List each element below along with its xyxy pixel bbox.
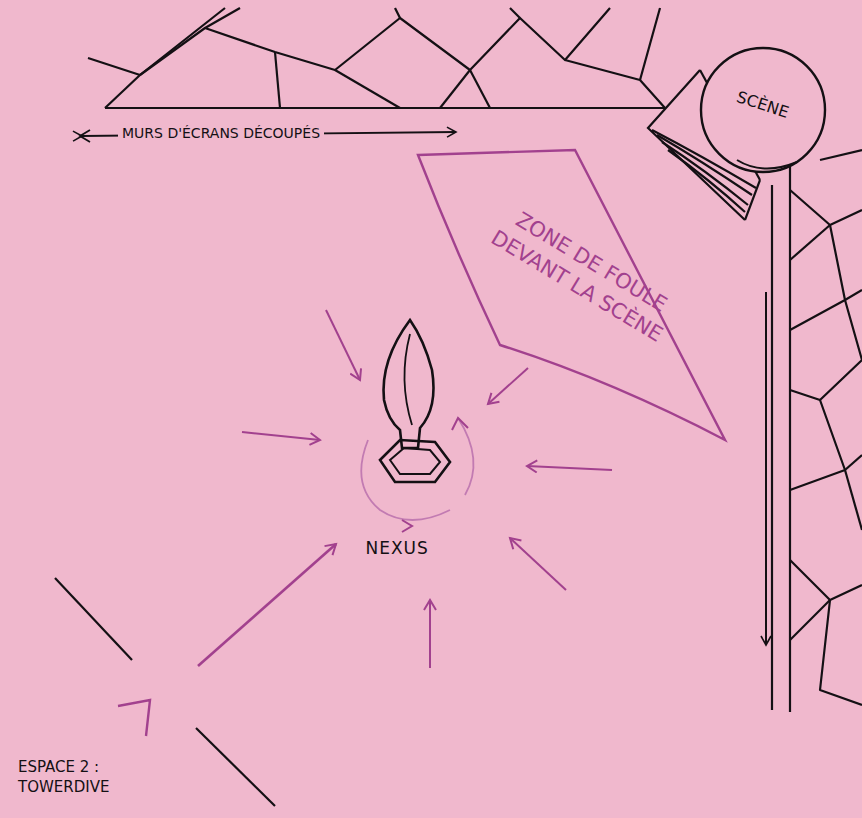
wall-line <box>771 185 773 710</box>
node-text: NEXUS <box>366 538 429 558</box>
entrance-mark <box>118 700 150 736</box>
stage-circle: SCÈNE <box>697 44 829 176</box>
nexus-symbol <box>340 310 490 570</box>
space-title: ESPACE 2 : TOWERDIVE <box>18 758 148 797</box>
wall-label: MURS D'ÉCRANS DÉCOUPÉS <box>118 124 324 142</box>
crowd-zone: ZONE DE FOULE DEVANT LA SCÈNE <box>412 146 732 446</box>
screen-wall <box>88 8 665 108</box>
screen-wall <box>790 150 862 712</box>
convergence-arrows <box>198 310 612 668</box>
nexus: NEXUS <box>340 310 490 570</box>
flow-arrow <box>765 292 767 645</box>
